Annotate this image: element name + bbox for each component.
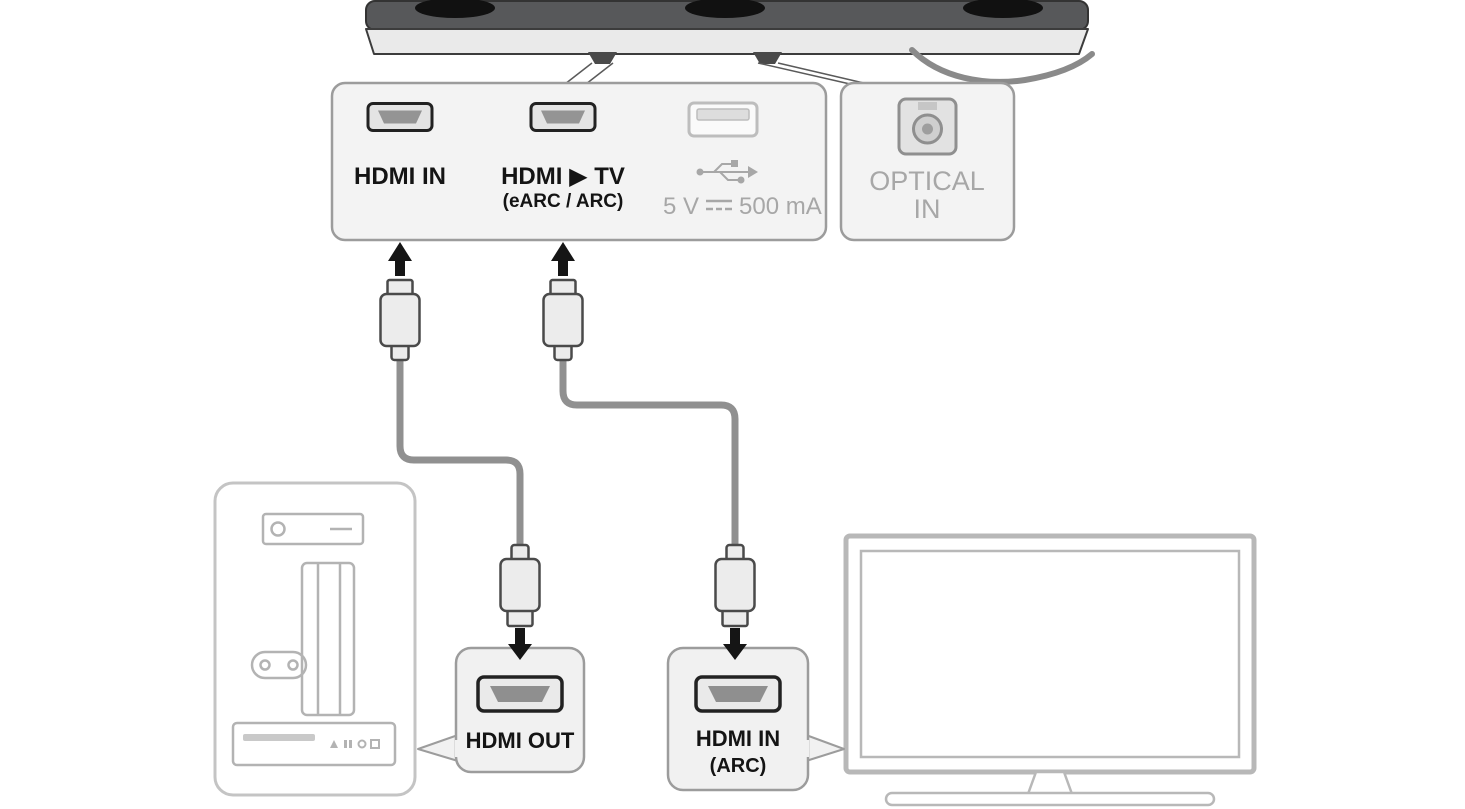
hdmi-in-arc-port-icon [694, 675, 782, 713]
usb-port-icon [687, 101, 759, 138]
tv-stand-base [884, 791, 1216, 807]
hdmi-in-arc-callout: HDMI IN (ARC) [666, 646, 845, 792]
hdmi-out-callout: HDMI OUT [417, 646, 586, 774]
hdmi-plug-up-right [542, 278, 584, 362]
arrow-down-right [723, 628, 747, 660]
hdmi-plug-down-left [499, 543, 541, 628]
source-devices-box [213, 481, 417, 797]
leader-lines [564, 62, 869, 85]
soundbar-notch-hdmi [588, 52, 617, 64]
hdmi-tv-label: HDMI ▶ TV [501, 163, 625, 190]
hdmi-in-label: HDMI IN [354, 163, 446, 190]
hdmi-in-arc-label: HDMI IN [696, 726, 780, 751]
soundbar-front [365, 28, 1089, 55]
arrow-down-left [508, 628, 532, 660]
hdmi-tv-port-icon [529, 102, 597, 132]
dc-symbol-icon [706, 199, 732, 211]
optical-label-line2: IN [914, 194, 941, 224]
soundbar-foot [685, 0, 765, 18]
power-cord [909, 47, 1095, 85]
cable-right [559, 352, 739, 552]
hdmi-in-port-icon [366, 102, 434, 132]
soundbar-foot [415, 0, 495, 18]
hdmi-in-arc-sublabel: (ARC) [710, 755, 767, 777]
hdmi-cables [396, 352, 739, 552]
optical-port-icon [897, 97, 958, 156]
usb-icon [696, 160, 758, 184]
game-console-icon [250, 561, 356, 717]
hdmi-in-arc-callout-tail [805, 734, 845, 762]
hdmi-out-label: HDMI OUT [466, 728, 575, 753]
tv-stand-neck [1026, 770, 1074, 796]
soundbar-foot [963, 0, 1043, 18]
tv-screen [859, 549, 1241, 759]
hdmi-plug-up-left [379, 278, 421, 362]
hdmi-plug-down-right [714, 543, 756, 628]
disc-player-icon [231, 721, 397, 767]
arrow-up-left [388, 242, 412, 276]
tv [843, 533, 1257, 807]
source-devices-frame [213, 481, 417, 797]
optical-panel-frame [839, 81, 1016, 242]
usb-power-suffix: 500 mA [739, 193, 822, 220]
arrow-up-right [551, 242, 575, 276]
hdmi-out-port-icon [476, 675, 564, 713]
soundbar-ports-panel: HDMI IN HDMI ▶ TV (eARC / ARC) 5 V 500 m… [330, 81, 828, 242]
cable-left [396, 352, 524, 552]
optical-panel: OPTICAL IN [839, 81, 1016, 242]
hdmi-tv-sublabel: (eARC / ARC) [503, 191, 624, 212]
hdmi-out-callout-tail [417, 734, 459, 762]
soundbar [365, 0, 1095, 85]
soundbar-notch-optical [753, 52, 782, 64]
set-top-box-icon [261, 512, 365, 546]
optical-label-line1: OPTICAL [869, 166, 985, 196]
usb-power-prefix: 5 V [663, 193, 699, 220]
